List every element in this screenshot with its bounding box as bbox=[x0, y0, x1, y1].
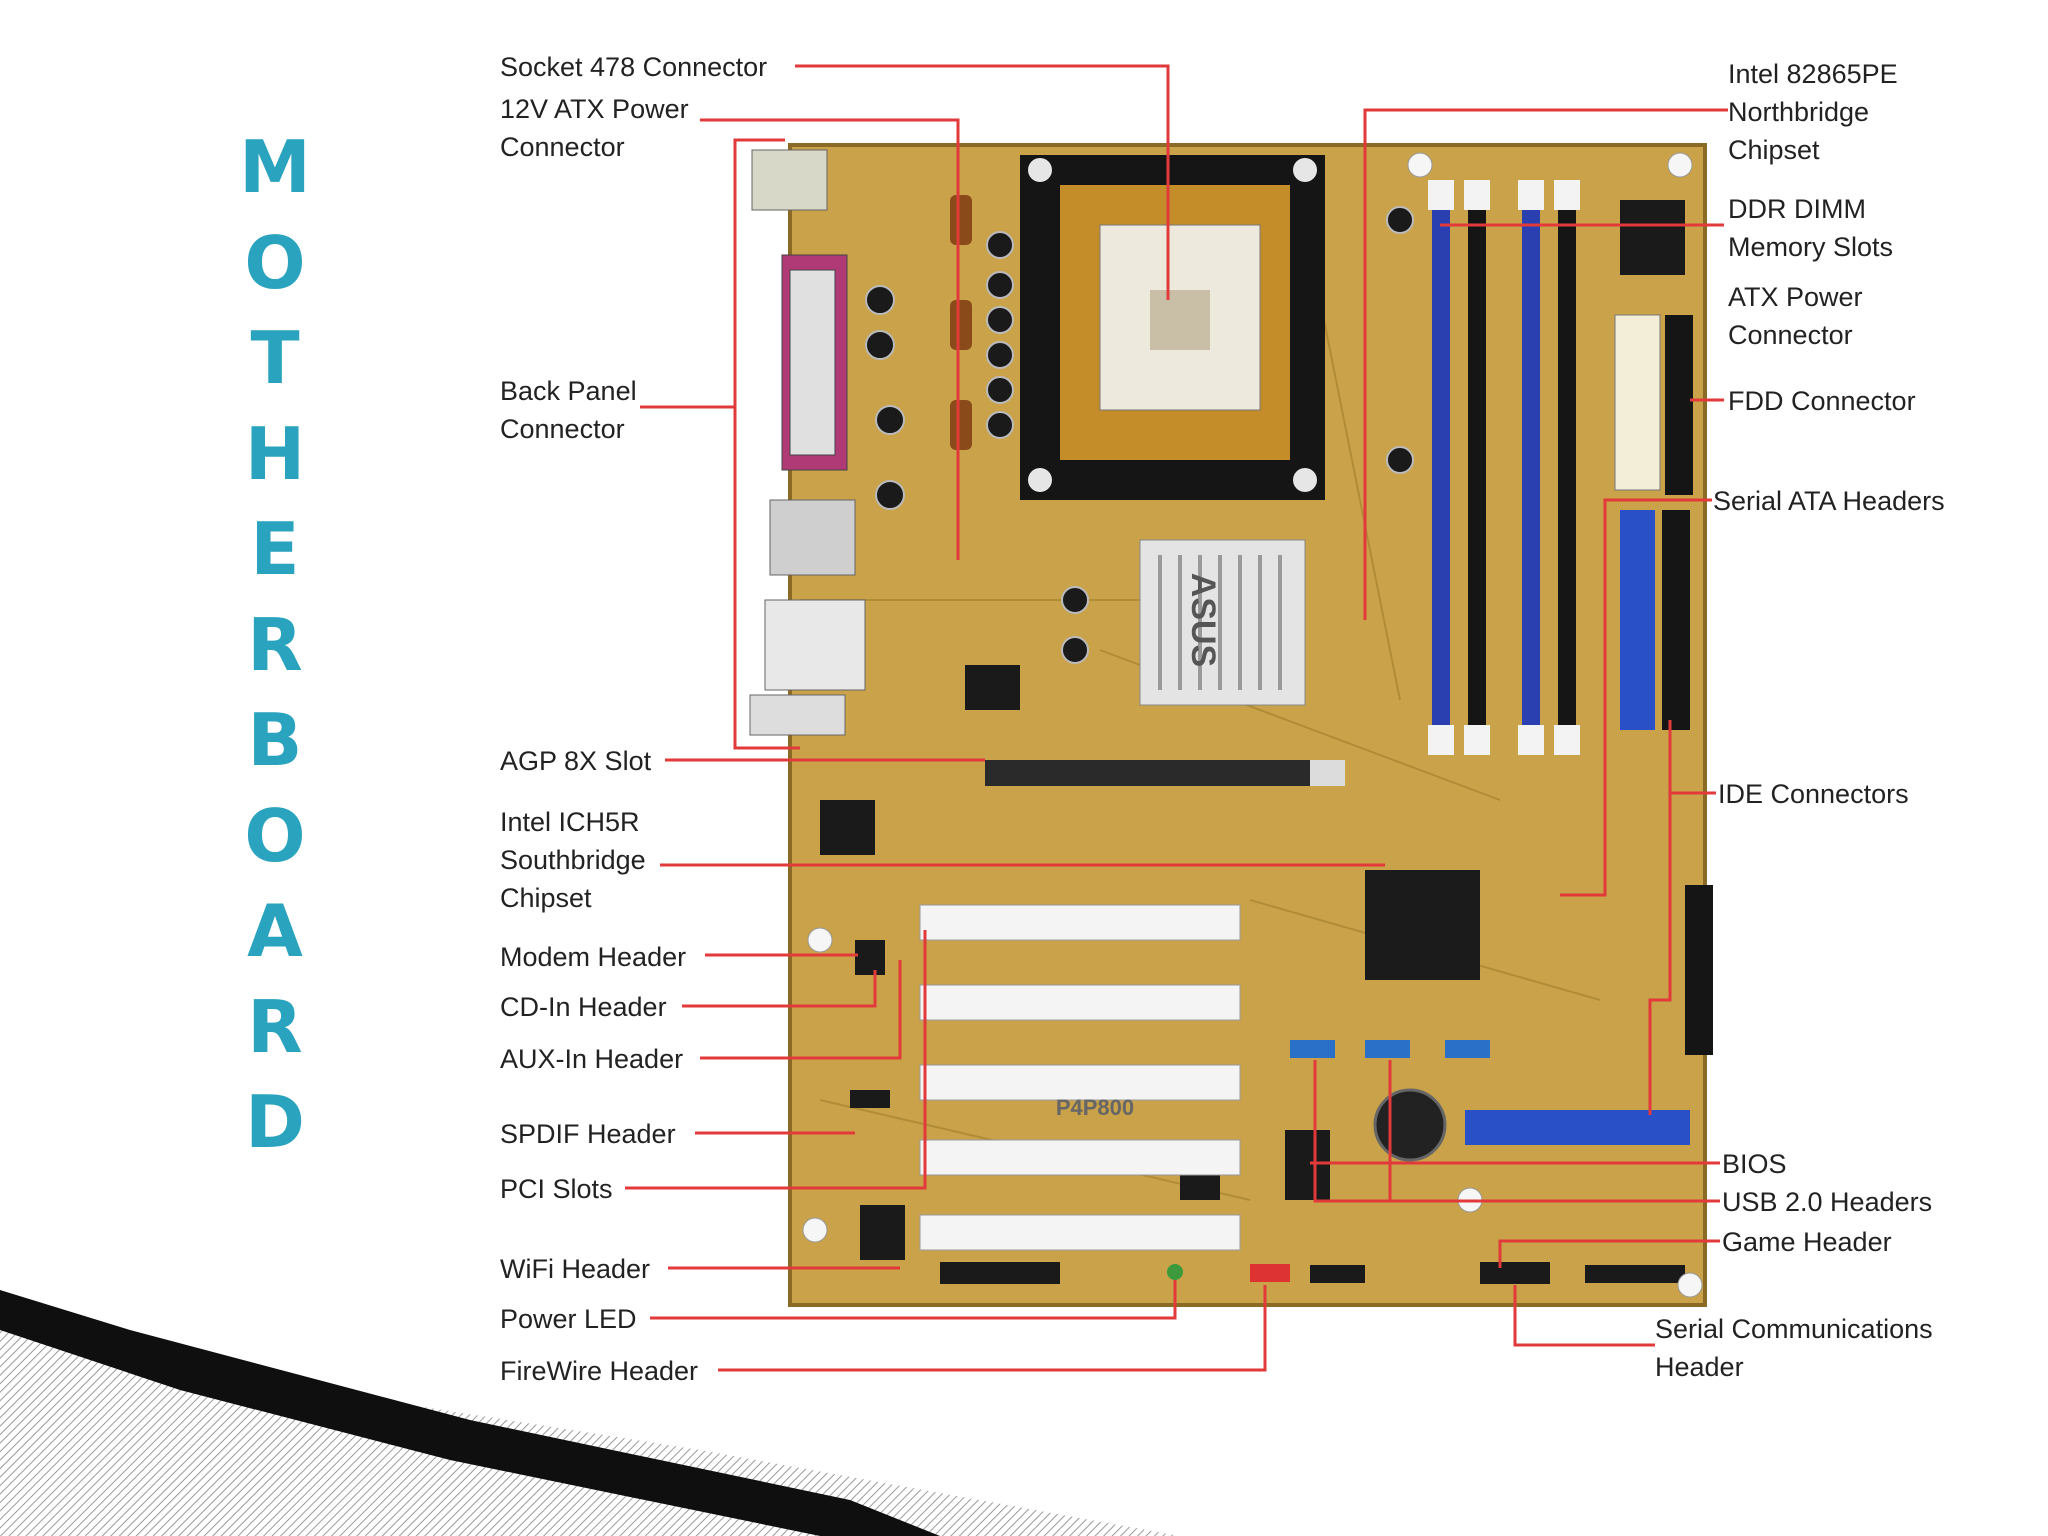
northbridge-heatsink bbox=[1139, 539, 1306, 706]
leader-line-game bbox=[1498, 1239, 1720, 1268]
callout-modem: Modem Header bbox=[500, 942, 687, 972]
callout-ich5r: Intel ICH5R Southbridge Chipset bbox=[500, 807, 646, 913]
vertical-title: M O T H E R B O A R D bbox=[235, 120, 315, 1171]
title-letter: H bbox=[244, 411, 306, 496]
callout-northbridge: Intel 82865PE Northbridge Chipset bbox=[1728, 59, 1898, 165]
title-letter: E bbox=[250, 507, 300, 591]
title-letter: M bbox=[239, 125, 311, 209]
callout-backpanel: Back Panel Connector bbox=[500, 376, 637, 444]
bios-chip bbox=[1285, 1130, 1330, 1200]
leader-line-atx12v bbox=[700, 118, 960, 560]
agp-slot bbox=[985, 760, 1315, 786]
ps2-port bbox=[751, 149, 828, 211]
title-letter: R bbox=[247, 602, 303, 687]
lan-port bbox=[764, 599, 866, 691]
callout-fdd: FDD Connector bbox=[1728, 386, 1916, 416]
leader-line-pci bbox=[625, 930, 927, 1190]
leader-line-ide bbox=[1648, 720, 1716, 1115]
leader-line-serial bbox=[1513, 1285, 1655, 1347]
callout-pci: PCI Slots bbox=[500, 1174, 613, 1204]
callout-socket: Socket 478 Connector bbox=[500, 52, 768, 82]
title-letter: A bbox=[247, 889, 303, 973]
title-letter: B bbox=[247, 698, 303, 782]
callout-auxin: AUX-In Header bbox=[500, 1044, 684, 1074]
callout-serial: Serial Communications Header bbox=[1655, 1314, 1933, 1382]
ide-connector bbox=[1620, 510, 1655, 730]
cmos-battery bbox=[1373, 1088, 1447, 1162]
board-model-mark: P4P800 bbox=[1056, 1095, 1134, 1120]
leader-line-cdin bbox=[682, 970, 877, 1008]
leader-line-auxin bbox=[700, 960, 902, 1060]
leader-line-socket bbox=[795, 64, 1170, 300]
leader-line-backpanel bbox=[640, 138, 800, 750]
fdd-connector bbox=[1665, 315, 1693, 495]
leader-line-northbridge bbox=[1363, 108, 1728, 620]
dimm-slots bbox=[1428, 180, 1580, 755]
leader-line-usb bbox=[1313, 1060, 1720, 1203]
callout-ide: IDE Connectors bbox=[1718, 779, 1909, 809]
callout-game: Game Header bbox=[1722, 1227, 1892, 1257]
title-letter: O bbox=[244, 220, 306, 305]
callout-firewire: FireWire Header bbox=[500, 1356, 699, 1386]
title-letter: T bbox=[250, 316, 300, 400]
power-led bbox=[1167, 1264, 1183, 1280]
atx-power-connector bbox=[1614, 314, 1661, 491]
leader-line-powerled bbox=[650, 1280, 1177, 1320]
board-brand-mark: ASUS bbox=[1184, 573, 1222, 667]
callout-atx12v: 12V ATX Power Connector bbox=[500, 94, 689, 162]
southbridge-chip bbox=[1365, 870, 1480, 980]
callout-bios: BIOS bbox=[1722, 1149, 1787, 1179]
title-letter: R bbox=[247, 984, 303, 1069]
callout-powerled: Power LED bbox=[500, 1304, 637, 1334]
callout-atxpower: ATX Power Connector bbox=[1728, 282, 1863, 350]
title-letter: O bbox=[244, 793, 306, 878]
callout-usb: USB 2.0 Headers bbox=[1722, 1187, 1933, 1217]
callout-cdin: CD-In Header bbox=[500, 992, 667, 1022]
audio-usb-port bbox=[769, 499, 856, 576]
callout-wifi: WiFi Header bbox=[500, 1254, 651, 1284]
title-letter: D bbox=[245, 1080, 305, 1164]
leader-line-firewire bbox=[718, 1285, 1267, 1372]
ide-connector-bottom bbox=[1465, 1110, 1690, 1145]
callout-spdif: SPDIF Header bbox=[500, 1119, 676, 1149]
callout-sata: Serial ATA Headers bbox=[1713, 486, 1945, 516]
callout-agp: AGP 8X Slot bbox=[500, 746, 652, 776]
usb-port bbox=[749, 694, 846, 736]
callout-ddr: DDR DIMM Memory Slots bbox=[1728, 194, 1894, 262]
leader-line-sata bbox=[1560, 498, 1712, 897]
pci-slots bbox=[919, 904, 1241, 1251]
